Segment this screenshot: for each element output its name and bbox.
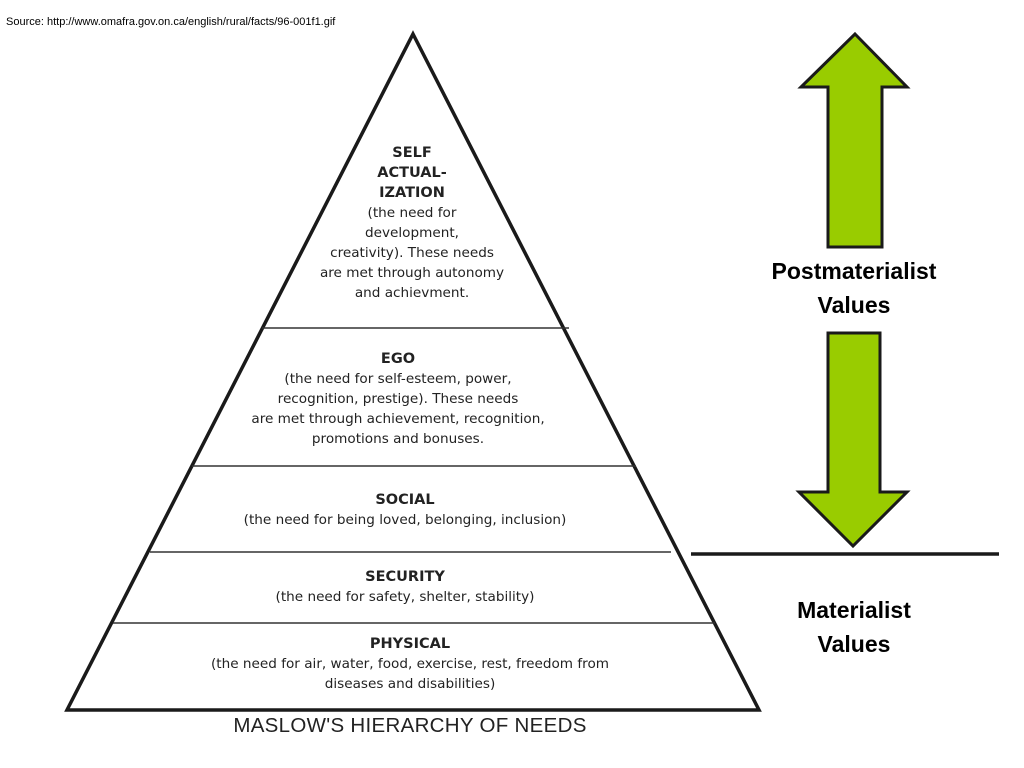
level-title: SELF ACTUAL- IZATION	[377, 145, 447, 201]
level-self-actualization: SELF ACTUAL- IZATION (the need for devel…	[302, 143, 522, 303]
level-description: (the need for safety, shelter, stability…	[275, 589, 535, 605]
level-description: (the need for being loved, belonging, in…	[243, 512, 567, 528]
level-description: (the need for development, creativity). …	[319, 205, 505, 301]
level-title: SECURITY	[365, 569, 445, 585]
level-social: SOCIAL (the need for being loved, belong…	[200, 490, 610, 530]
pyramid-outline	[64, 30, 762, 712]
down-arrow-icon	[795, 331, 911, 549]
level-description: (the need for self-esteem, power, recogn…	[251, 371, 545, 447]
level-description: (the need for air, water, food, exercise…	[210, 656, 610, 692]
level-title: SOCIAL	[375, 492, 435, 508]
level-physical: PHYSICAL (the need for air, water, food,…	[180, 634, 640, 694]
level-title: EGO	[380, 351, 416, 367]
materialist-values-label: Materialist Values	[797, 597, 911, 657]
level-ego: EGO (the need for self-esteem, power, re…	[228, 349, 568, 449]
pyramid-title: MASLOW'S HIERARCHY OF NEEDS	[233, 714, 587, 737]
source-caption: Source: http://www.omafra.gov.on.ca/engl…	[6, 16, 336, 28]
level-security: SECURITY (the need for safety, shelter, …	[210, 567, 600, 607]
up-arrow-icon	[797, 31, 911, 249]
postmaterialist-values-label: Postmaterialist Values	[771, 258, 937, 318]
level-title: PHYSICAL	[369, 636, 451, 652]
